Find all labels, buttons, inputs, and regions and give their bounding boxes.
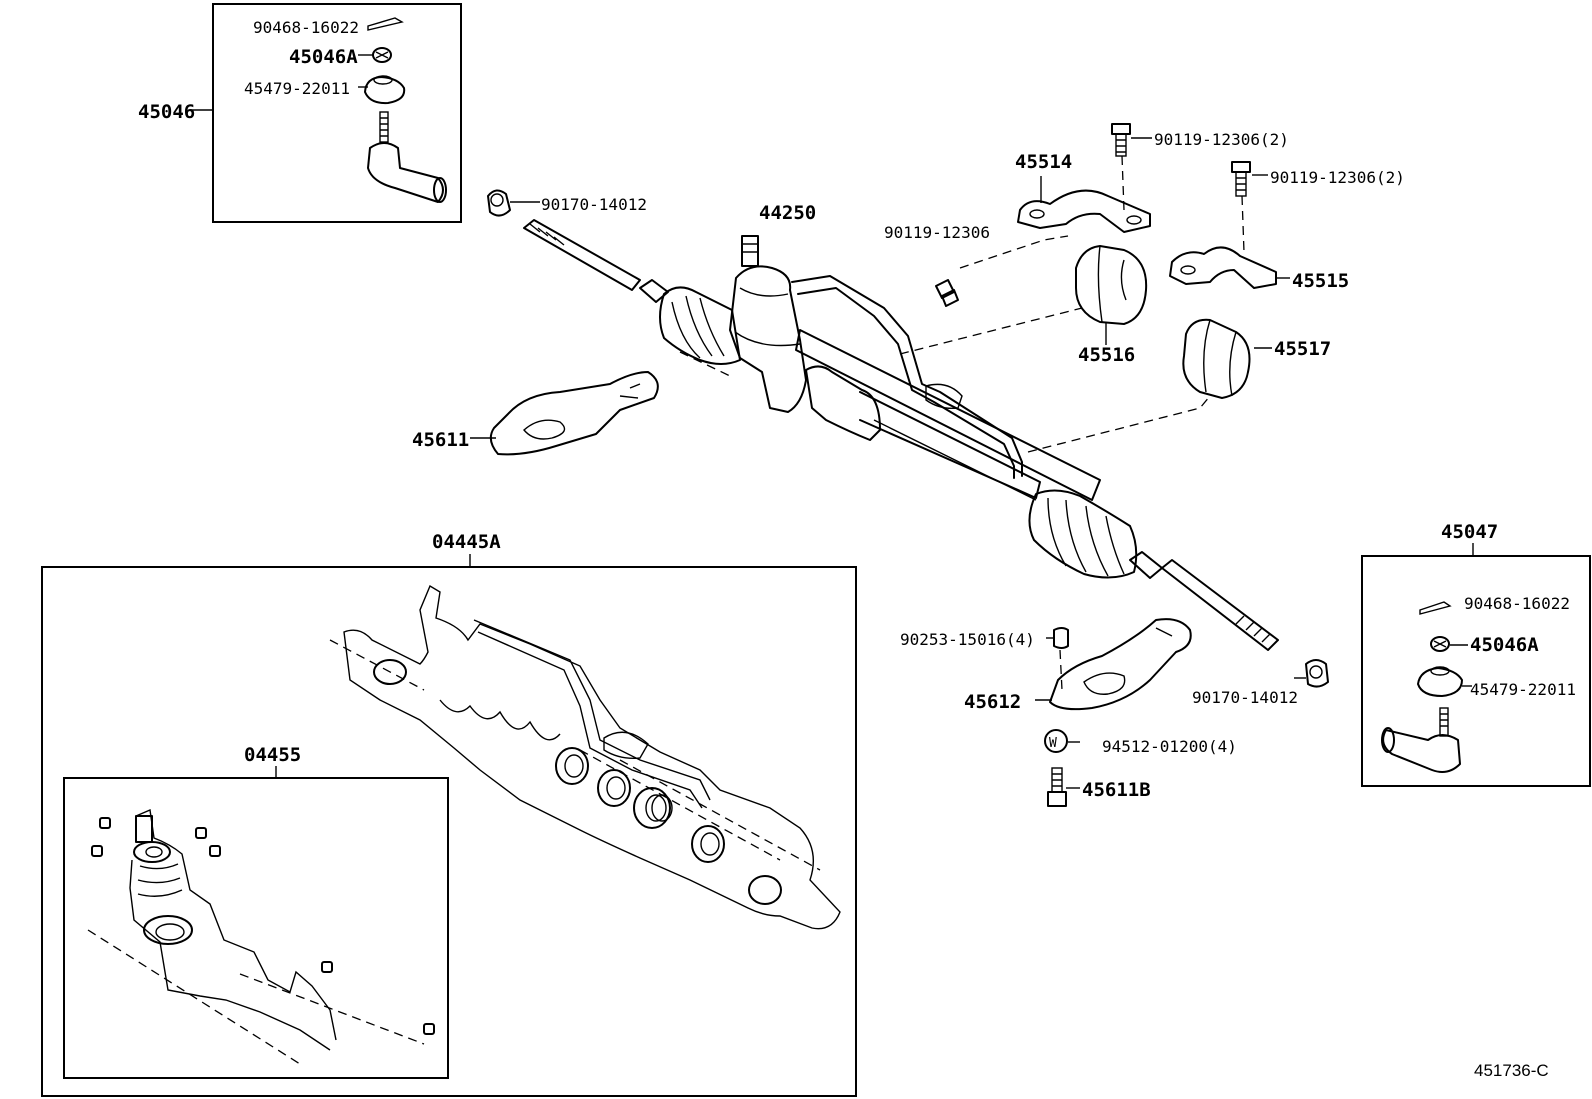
gasket-kit-box <box>41 566 857 1097</box>
label-90253-15016-4: 90253-15016(4) <box>900 630 1035 649</box>
bearing-seal-icon <box>143 915 193 945</box>
label-45479-22011-left: 45479-22011 <box>244 79 350 98</box>
bolt-45611B-icon <box>1047 767 1067 807</box>
reference-code: 451736-C <box>1474 1061 1549 1080</box>
label-04455: 04455 <box>244 744 301 766</box>
label-94512-01200-4: 94512-01200(4) <box>1102 737 1237 756</box>
valve-seal-kit-group <box>63 766 449 1079</box>
rack-housing-tube-icon <box>795 329 1101 501</box>
label-45046A-left: 45046A <box>289 46 358 68</box>
end-cap-right-icon <box>748 875 782 905</box>
bolt-single-icon <box>935 279 959 307</box>
cotter-pin-right-icon <box>1419 601 1452 615</box>
control-valve-housing-icon <box>729 235 807 413</box>
oil-seal-3-icon <box>633 787 673 829</box>
clamp-bracket-45514-icon <box>1017 189 1151 233</box>
label-45515: 45515 <box>1292 270 1349 292</box>
cotter-pin-icon <box>367 17 404 31</box>
label-90170-14012-left: 90170-14012 <box>541 195 647 214</box>
gasket-kit-group <box>41 554 857 1097</box>
label-45517: 45517 <box>1274 338 1331 360</box>
tie-rod-end-left-box <box>212 3 462 223</box>
label-04445A: 04445A <box>432 531 501 553</box>
tie-rod-end-right-group <box>1361 543 1591 787</box>
rack-boot-right-icon <box>1028 489 1138 579</box>
label-45479-22011-right: 45479-22011 <box>1470 680 1576 699</box>
valve-body-ghost-icon <box>129 808 337 1051</box>
label-45611B: 45611B <box>1082 779 1151 801</box>
boot-ghost-icon <box>439 699 561 741</box>
tie-rod-end-right-icon <box>1381 707 1461 773</box>
tie-rod-end-left-group <box>190 3 462 223</box>
svg-text:W: W <box>1049 736 1057 751</box>
washer-94512-icon: W <box>1044 729 1068 753</box>
label-90468-16022-left: 90468-16022 <box>253 18 359 37</box>
rack-end-nut-left-icon <box>487 189 511 217</box>
rack-end-nut-right-icon <box>1305 659 1329 688</box>
bolt-90253-icon <box>1053 627 1069 649</box>
oil-seal-4-icon <box>691 825 725 863</box>
label-45046A-right: 45046A <box>1470 634 1539 656</box>
label-90119-12306: 90119-12306 <box>884 223 990 242</box>
bolt-upper-1-icon <box>1111 123 1131 157</box>
inner-tie-rod-right-icon <box>1161 559 1279 651</box>
label-45612: 45612 <box>964 691 1021 713</box>
seal-rings-icon <box>137 863 183 897</box>
inner-tie-rod-left-icon <box>523 219 641 291</box>
dust-boot-right-icon <box>1417 667 1463 697</box>
label-90170-14012-right: 90170-14012 <box>1192 688 1298 707</box>
small-nuts-icon <box>91 817 435 1035</box>
label-90119-12306-2-a: 90119-12306(2) <box>1154 130 1289 149</box>
label-45611: 45611 <box>412 429 469 451</box>
castle-nut-icon <box>372 47 392 63</box>
steering-rack-assembly <box>487 189 1329 688</box>
valve-seal-kit-box <box>63 777 449 1079</box>
bushing-45517-icon <box>1182 318 1251 399</box>
label-90468-16022-right: 90468-16022 <box>1464 594 1570 613</box>
castle-nut-right-icon <box>1430 636 1450 652</box>
tie-rod-end-icon <box>367 111 447 203</box>
bracket-45611-icon <box>489 371 659 456</box>
rack-housing-ghost-icon <box>343 584 841 930</box>
end-cap-left-icon <box>373 659 407 685</box>
label-45514: 45514 <box>1015 151 1072 173</box>
bracket-45612-icon <box>1049 618 1192 711</box>
label-90119-12306-2-b: 90119-12306(2) <box>1270 168 1405 187</box>
bushing-45516-icon <box>1075 245 1148 325</box>
label-45516: 45516 <box>1078 344 1135 366</box>
clamp-bracket-45515-icon <box>1169 246 1277 289</box>
rack-boot-left-icon <box>659 286 741 365</box>
oil-seal-2-icon <box>597 769 631 807</box>
label-45047: 45047 <box>1441 521 1498 543</box>
label-44250: 44250 <box>759 202 816 224</box>
dust-boot-icon <box>364 76 406 105</box>
mounting-brackets-group <box>679 123 1290 453</box>
pressure-line-icon <box>791 275 1023 477</box>
label-45046: 45046 <box>138 101 195 123</box>
bolt-upper-2-icon <box>1231 161 1251 197</box>
input-shaft-icon <box>135 815 153 843</box>
tie-rod-end-right-box <box>1361 555 1591 787</box>
oil-seal-1-icon <box>555 747 589 785</box>
